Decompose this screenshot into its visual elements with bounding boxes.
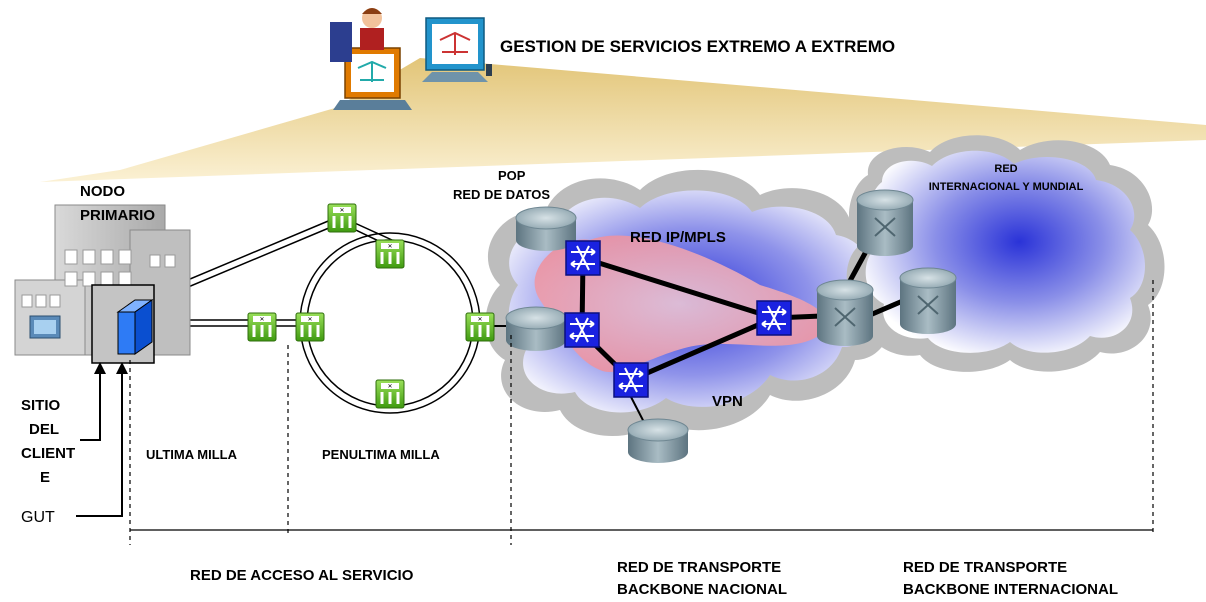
arrow-head-icon	[94, 362, 106, 374]
transporte-nacional-label: BACKBONE NACIONAL	[617, 581, 787, 598]
transporte-nacional-label: RED DE TRANSPORTE	[617, 559, 781, 576]
vpn-label: VPN	[712, 393, 743, 410]
atm-switch-icon	[613, 362, 649, 398]
atm-switch-icon	[564, 312, 600, 348]
red-ip-mpls-label: RED IP/MPLS	[630, 229, 726, 246]
router-icon	[899, 267, 957, 335]
transporte-internacional-label: BACKBONE INTERNACIONAL	[903, 581, 1118, 598]
router-icon	[856, 189, 914, 257]
pop-label: RED DE DATOS	[453, 187, 550, 202]
multiplexer-icon	[326, 202, 358, 234]
nodo-label: NODO	[80, 183, 125, 200]
nodo-label: PRIMARIO	[80, 207, 155, 224]
atm-switch-icon	[756, 300, 792, 336]
header-title: GESTION DE SERVICIOS EXTREMO A EXTREMO	[500, 37, 895, 56]
multiplexer-icon	[374, 378, 406, 410]
client-terminal-icon	[29, 315, 61, 339]
network-management-computer-icon	[422, 17, 492, 82]
red-internacional-label: RED	[994, 163, 1017, 175]
red-acceso-label: RED DE ACCESO AL SERVICIO	[190, 567, 414, 584]
sitio-arrow	[80, 372, 101, 441]
sitio-label: E	[40, 469, 50, 486]
management-beam	[40, 58, 1206, 182]
router-icon	[627, 418, 689, 464]
transporte-internacional-label: RED DE TRANSPORTE	[903, 559, 1067, 576]
penultima-milla-label: PENULTIMA MILLA	[322, 447, 440, 462]
pop-label: POP	[498, 168, 526, 183]
sitio-label: CLIENT	[21, 445, 75, 462]
cpe-device-icon	[116, 299, 154, 355]
atm-switch-icon	[565, 240, 601, 276]
segment-dividers	[129, 280, 1154, 545]
arrow-head-icon	[116, 362, 128, 374]
multiplexer-icon	[246, 311, 278, 343]
building-icon	[14, 204, 191, 364]
sitio-label: SITIO	[21, 397, 61, 414]
multiplexer-icon	[374, 238, 406, 270]
router-icon	[505, 306, 567, 352]
sitio-label: DEL	[29, 421, 59, 438]
multiplexer-icon	[464, 311, 496, 343]
gut-label: GUT	[21, 509, 55, 526]
ultima-milla-label: ULTIMA MILLA	[146, 447, 238, 462]
person-at-computer-icon	[330, 8, 412, 110]
mpls-region	[534, 235, 827, 373]
gut-arrow	[76, 372, 123, 517]
router-icon	[816, 279, 874, 347]
red-internacional-label: INTERNACIONAL Y MUNDIAL	[929, 181, 1084, 193]
multiplexer-icon	[294, 311, 326, 343]
